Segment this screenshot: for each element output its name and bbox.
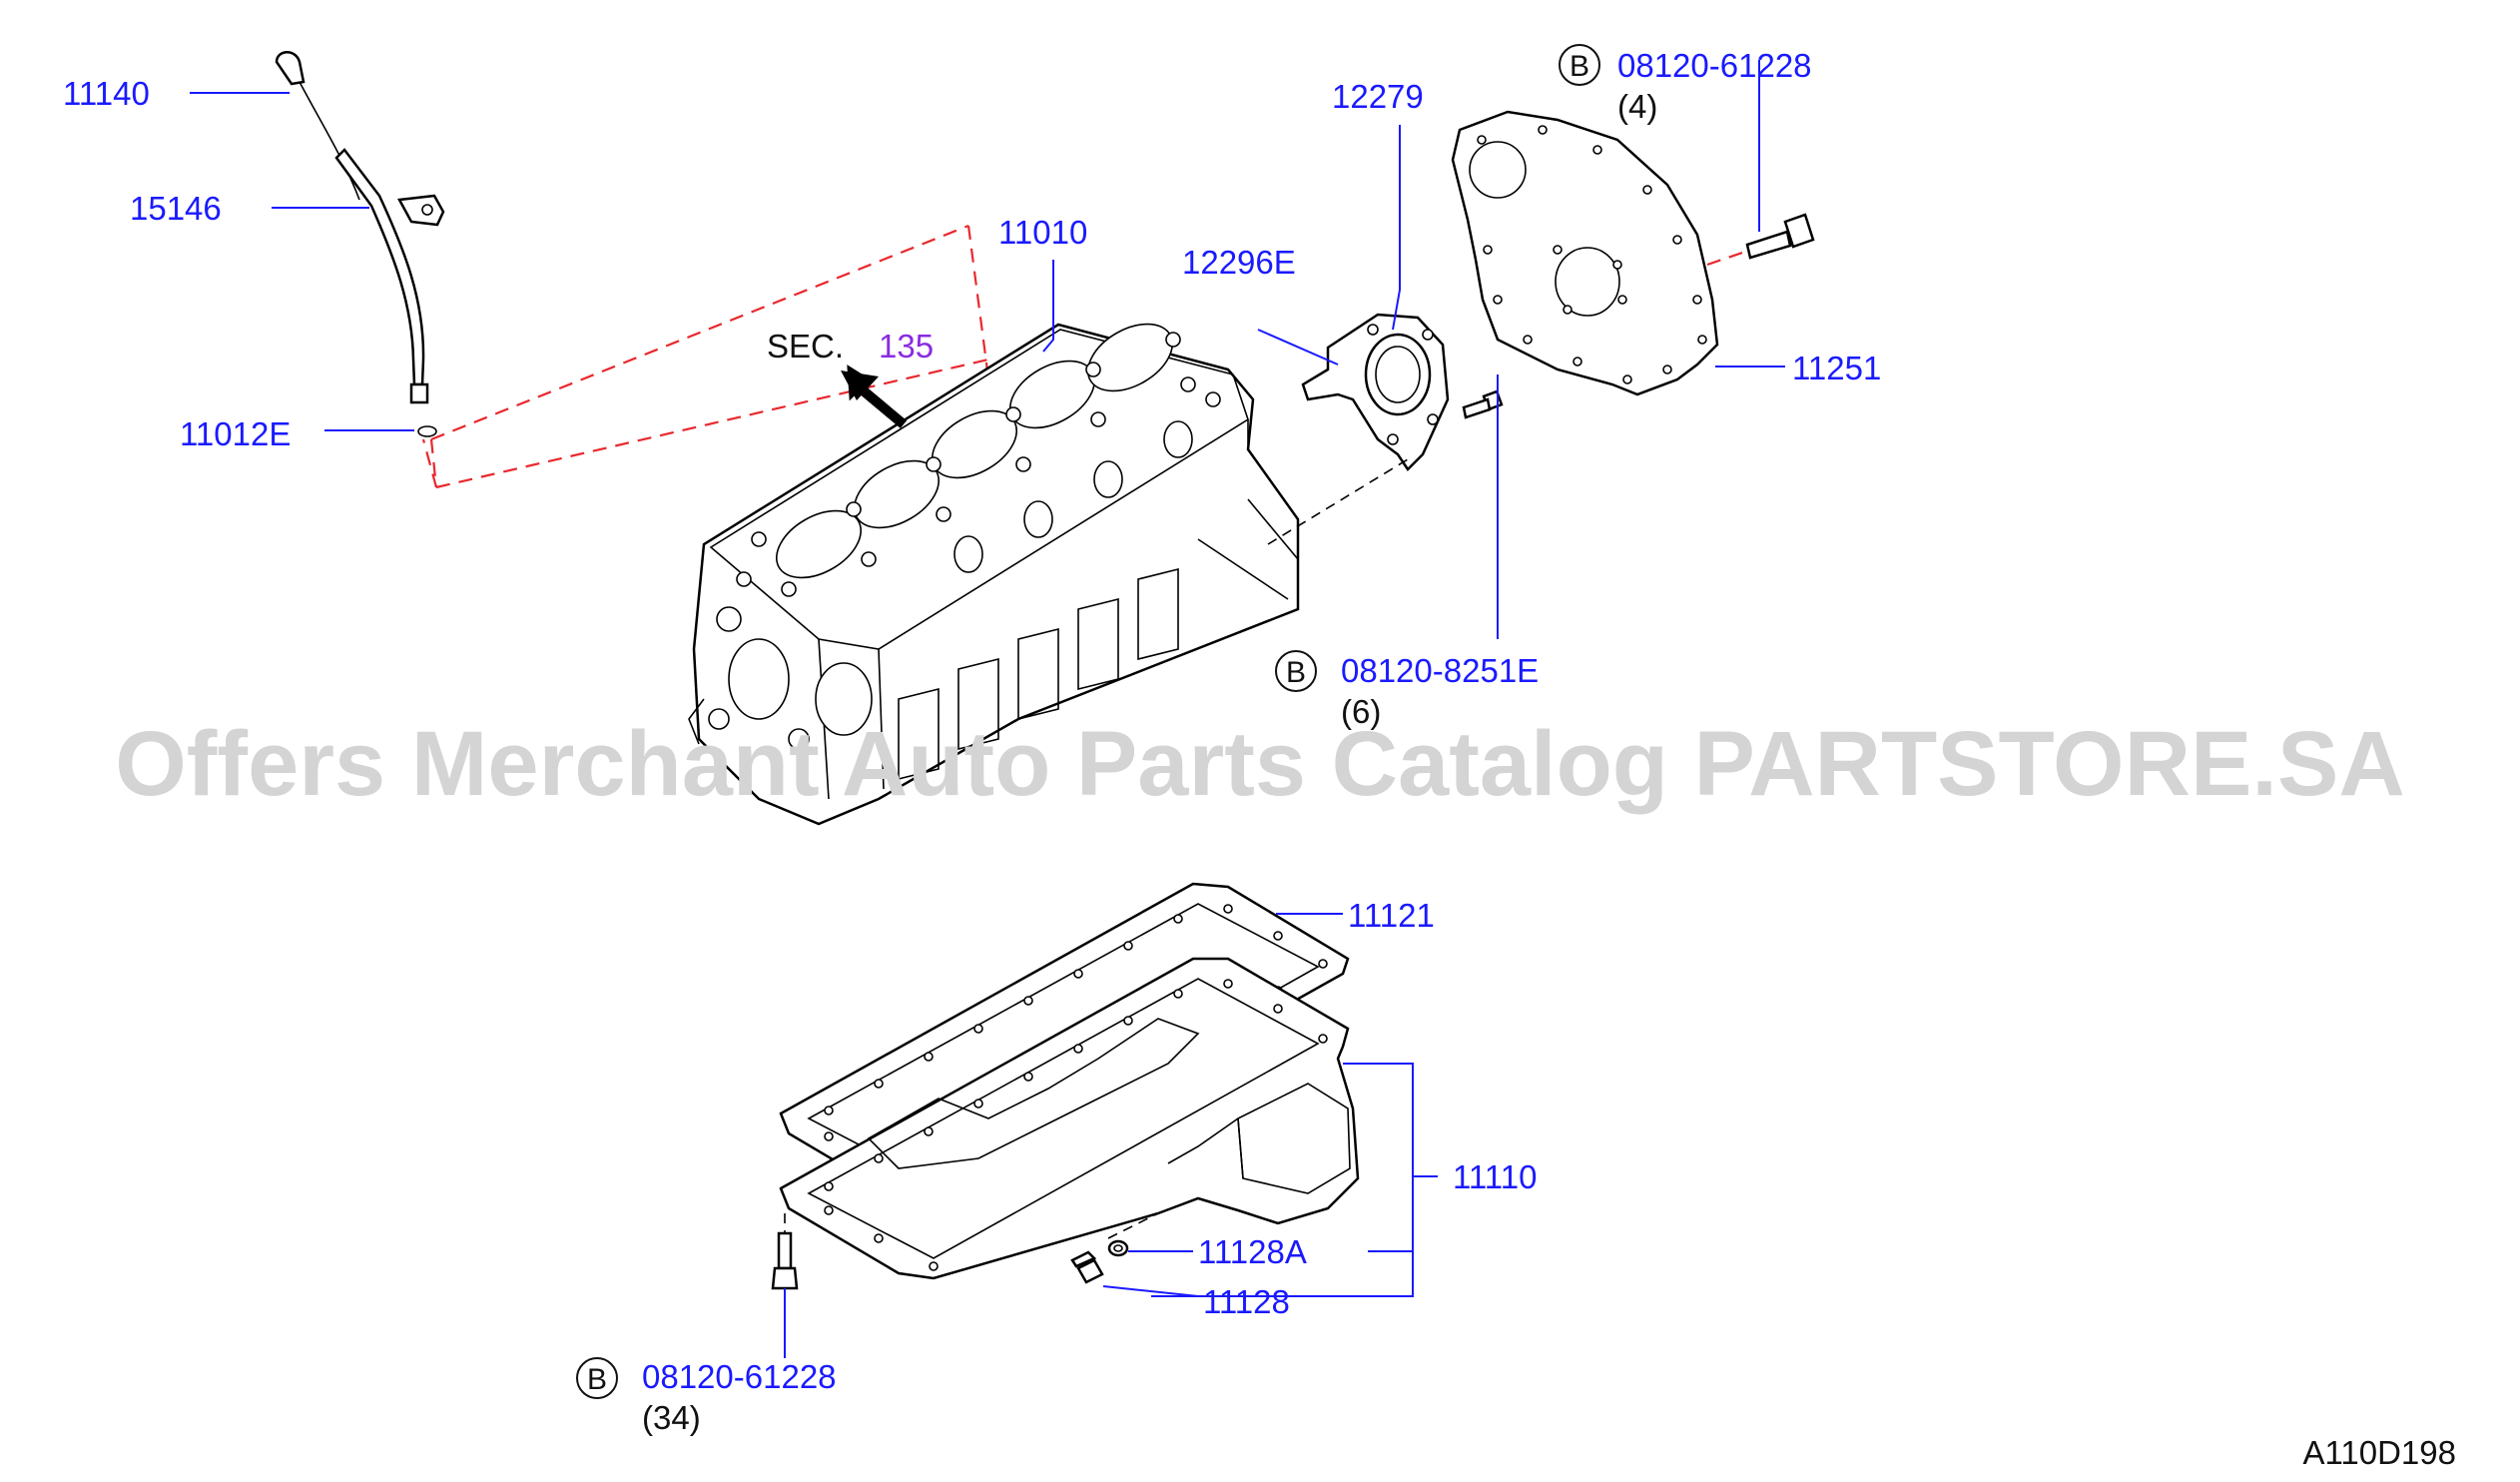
retainer-bolt-08120-8251E[interactable] — [1462, 389, 1504, 419]
bolt-quantity: (34) — [642, 1399, 701, 1436]
label-11128[interactable]: 11128 — [1203, 1283, 1290, 1320]
section-prefix: SEC. — [767, 328, 844, 365]
label-11110[interactable]: 11110 — [1453, 1158, 1537, 1195]
dipstick-handle[interactable] — [275, 51, 306, 86]
block-front-details — [688, 606, 873, 750]
b-marker-letter: B — [587, 1363, 607, 1396]
bolt-part-number[interactable]: 08120-8251E — [1341, 652, 1539, 689]
bolt-part-number[interactable]: 08120-61228 — [642, 1358, 837, 1395]
bracket-hole — [421, 204, 433, 216]
guide-tube-bracket[interactable] — [397, 194, 445, 227]
oil-pan-flange-holes — [824, 979, 1328, 1271]
label-11010[interactable]: 11010 — [998, 214, 1087, 251]
b-marker-circle — [576, 1357, 618, 1399]
bolt-callout-retainer[interactable]: B 08120-8251E (6) — [1275, 650, 1539, 730]
rear-plate-upper-opening — [1469, 141, 1527, 199]
bolt-quantity: (4) — [1617, 88, 1657, 125]
drain-plug-dashed-line — [1107, 1212, 1159, 1239]
block-side-details — [898, 420, 1299, 781]
label-11012E[interactable]: 11012E — [180, 415, 291, 452]
label-12279[interactable]: 12279 — [1332, 78, 1424, 115]
section-number-135[interactable]: 135 — [879, 328, 934, 365]
drawing-code: A110D198 — [2302, 1434, 2456, 1471]
oil-pan-11110[interactable] — [779, 957, 1360, 1280]
section-arrow[interactable] — [841, 365, 908, 428]
oil-pan-baffle — [867, 1018, 1200, 1169]
rear-plate-11251[interactable] — [1451, 110, 1719, 396]
section-reference-lines — [421, 224, 998, 489]
label-15146[interactable]: 15146 — [130, 190, 222, 227]
cylinder-block-11010[interactable] — [688, 311, 1300, 826]
b-marker-circle — [1275, 650, 1317, 692]
cylinder-bore-1 — [775, 509, 863, 579]
rear-plate-bolt-holes — [1477, 125, 1707, 384]
leader-lines — [190, 60, 1785, 1358]
drain-plug-washer-11128A[interactable] — [1107, 1239, 1129, 1257]
bolt-quantity: (6) — [1341, 693, 1381, 730]
rear-oil-seal-retainer[interactable] — [1301, 313, 1450, 471]
drain-plug-11128[interactable] — [1070, 1250, 1104, 1284]
o-ring-11012E[interactable] — [417, 425, 437, 437]
tube-end-fitting — [409, 382, 429, 404]
dipstick-guide-tube[interactable] — [334, 148, 425, 386]
bolt-part-number[interactable]: 08120-61228 — [1617, 47, 1812, 84]
dipstick-rod — [299, 81, 360, 201]
bolt-callout-rear-plate[interactable]: B 08120-61228 (4) — [1559, 44, 1812, 125]
oil-level-gauge-assembly[interactable] — [275, 51, 445, 437]
label-11121[interactable]: 11121 — [1348, 897, 1435, 934]
label-11128A[interactable]: 11128A — [1198, 1233, 1307, 1270]
watermark: Offers Merchant Auto Parts Catalog PARTS… — [115, 713, 2405, 815]
oil-pan-bolt-08120-61228[interactable] — [771, 1213, 799, 1290]
b-marker-letter: B — [1286, 656, 1306, 689]
b-marker-circle — [1559, 44, 1600, 86]
bolt-callout-oil-pan[interactable]: B 08120-61228 (34) — [576, 1357, 837, 1436]
label-12296E[interactable]: 12296E — [1182, 244, 1296, 281]
label-11140[interactable]: 11140 — [63, 75, 150, 112]
label-11251[interactable]: 11251 — [1792, 350, 1881, 386]
deck-bolt-holes — [736, 332, 1221, 597]
rear-plate-bolt-08120-61228[interactable] — [1706, 213, 1815, 267]
rear-plate-center-opening — [1555, 247, 1620, 317]
retainer-mount-dashed-line — [1267, 458, 1409, 545]
b-marker-letter: B — [1570, 50, 1589, 83]
